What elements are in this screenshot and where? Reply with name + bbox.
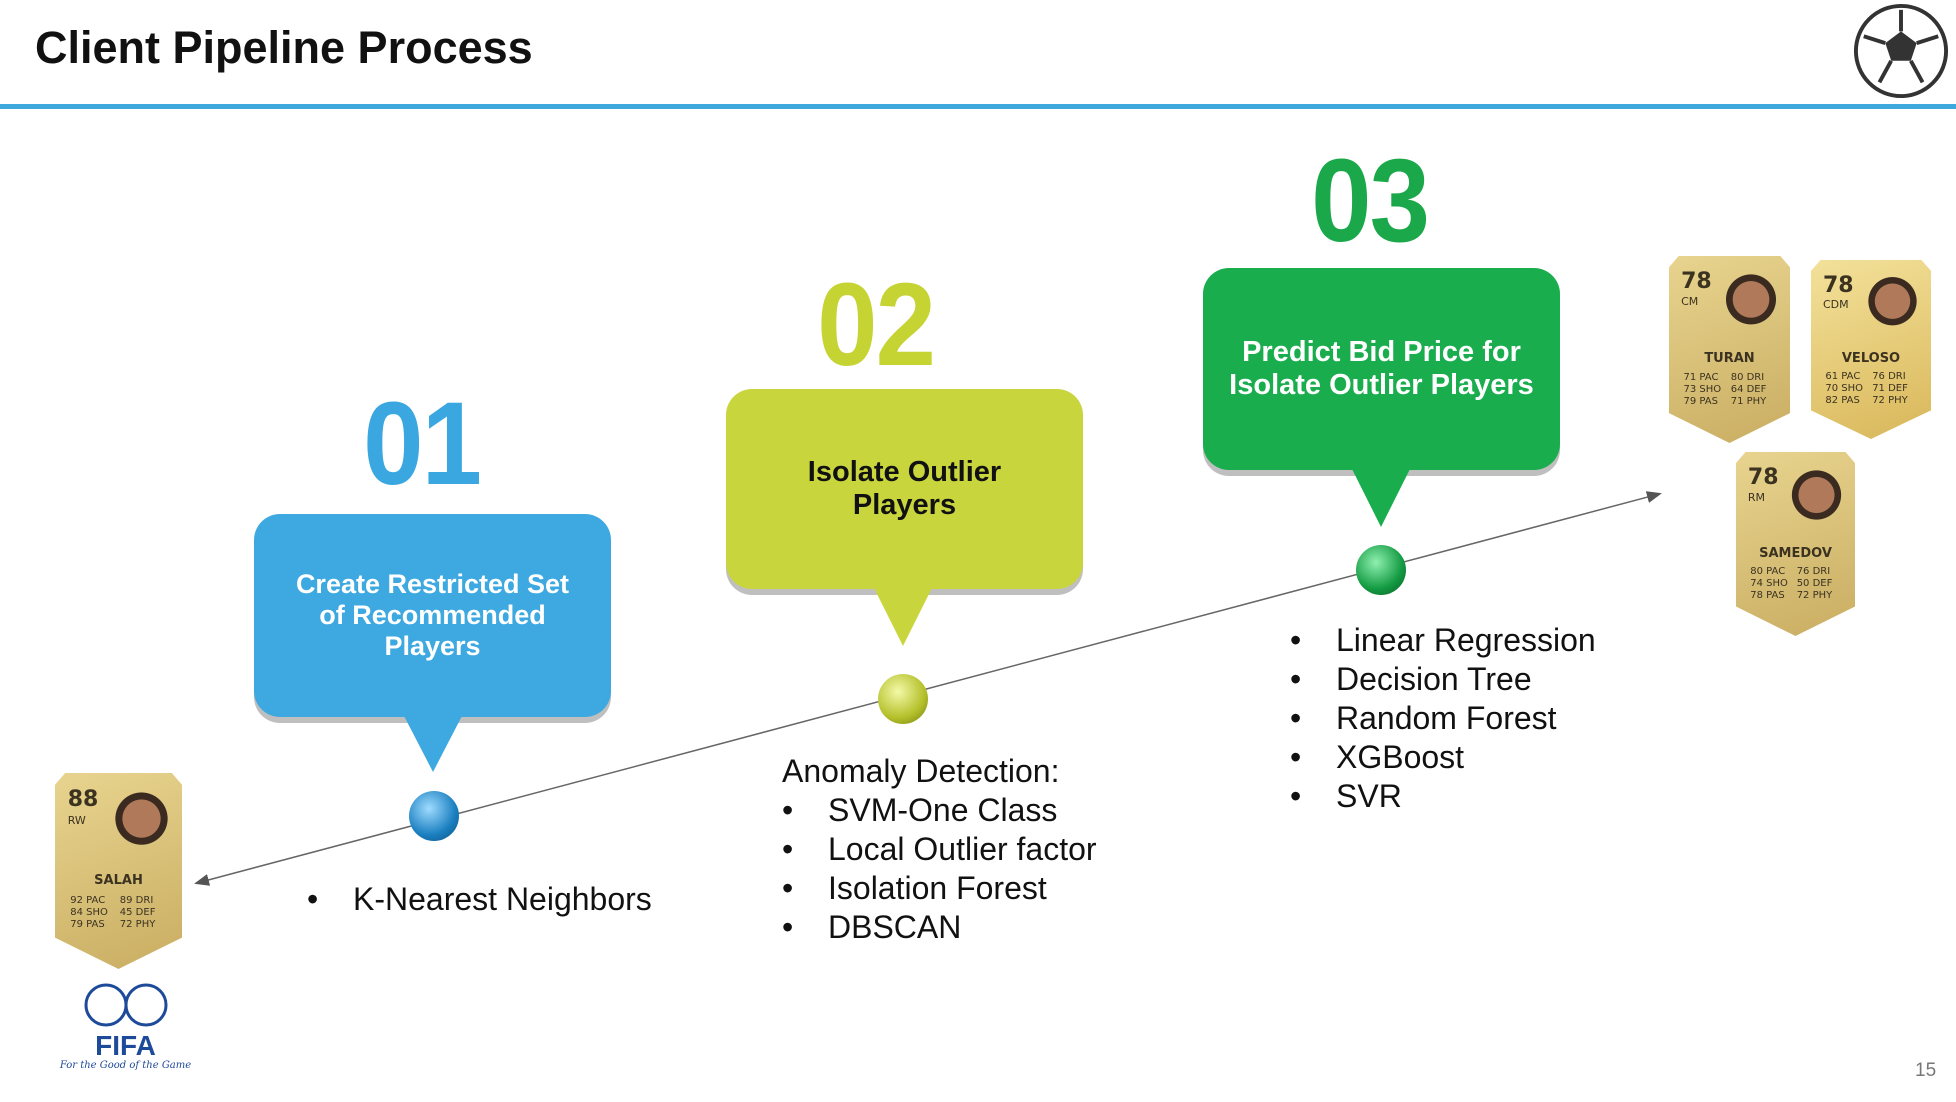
soccer-ball-icon [1853, 3, 1949, 99]
method-item: SVM-One Class [782, 791, 1097, 830]
player-photo [1788, 466, 1846, 537]
card-rating: 88 [67, 786, 99, 812]
timeline-node-02 [878, 674, 928, 724]
header-divider [0, 104, 1956, 109]
method-item: Random Forest [1290, 699, 1596, 738]
fifa-tagline: For the Good of the Game [59, 1060, 192, 1071]
method-list-02: SVM-One Class Local Outlier factor Isola… [782, 791, 1097, 947]
fifa-wordmark: FIFA [95, 1030, 156, 1061]
card-rating: 78 [1681, 269, 1712, 295]
player-photo [1722, 270, 1781, 342]
step-box-02: Isolate Outlier Players [726, 389, 1083, 589]
card-name: SAMEDOV [1759, 545, 1832, 561]
method-item: SVR [1290, 777, 1596, 816]
method-item: K-Nearest Neighbors [307, 880, 652, 919]
step-pointer-02 [873, 586, 933, 646]
fifa-logo: FIFA For the Good of the Game [58, 983, 193, 1071]
player-photo [110, 788, 172, 864]
card-name: SALAH [94, 872, 143, 888]
step-pointer-03 [1351, 467, 1411, 527]
step-number-01: 01 [363, 378, 482, 510]
timeline-node-03 [1356, 545, 1406, 595]
card-position: RM [1747, 490, 1766, 504]
step-number-02: 02 [817, 259, 936, 391]
step-box-01: Create Restricted Set of Recommended Pla… [254, 514, 611, 717]
card-position: CM [1681, 295, 1699, 309]
card-position: RW [67, 814, 86, 828]
card-rating: 78 [1823, 272, 1854, 298]
step-number-03: 03 [1311, 135, 1430, 267]
slide-title: Client Pipeline Process [35, 22, 533, 73]
method-item: Local Outlier factor [782, 830, 1097, 869]
player-photo [1863, 274, 1922, 343]
page-number: 15 [1915, 1060, 1937, 1081]
card-rating: 78 [1747, 464, 1779, 490]
method-list-01: K-Nearest Neighbors [307, 880, 652, 919]
step-pointer-01 [403, 714, 463, 772]
method-item: Linear Regression [1290, 621, 1596, 660]
method-item: Isolation Forest [782, 869, 1097, 908]
step-box-03: Predict Bid Price for Isolate Outlier Pl… [1203, 268, 1560, 470]
card-position: CDM [1823, 297, 1849, 311]
fifa-globes-icon [84, 983, 167, 1027]
method-item: DBSCAN [782, 908, 1097, 947]
anomaly-heading: Anomaly Detection: [782, 753, 1060, 789]
method-item: XGBoost [1290, 738, 1596, 777]
card-name: TURAN [1704, 351, 1755, 367]
timeline-node-01 [409, 791, 459, 841]
method-item: Decision Tree [1290, 660, 1596, 699]
card-name: VELOSO [1841, 351, 1901, 367]
method-list-03: Linear Regression Decision Tree Random F… [1290, 621, 1596, 816]
